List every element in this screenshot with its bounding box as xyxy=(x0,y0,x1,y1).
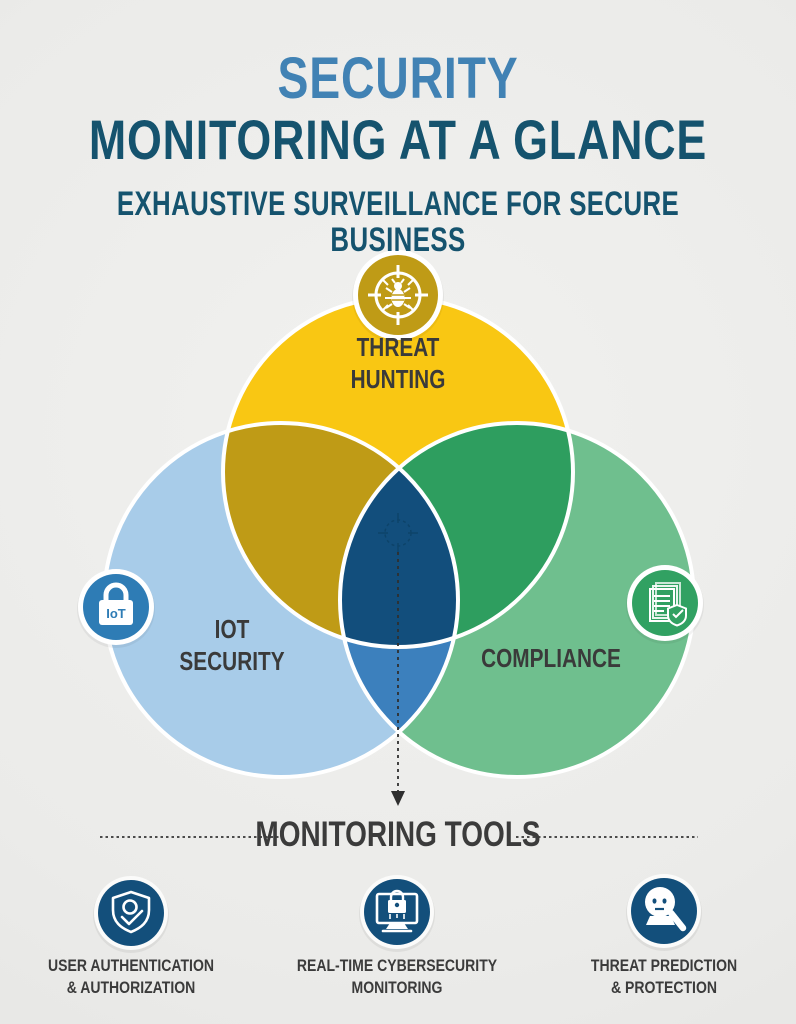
tool-icon-user-auth xyxy=(93,876,169,953)
compliance-document-icon xyxy=(649,582,687,627)
tool-icon-cyber-monitoring xyxy=(359,875,435,952)
tool-label-cyber-monitoring-line2: MONITORING xyxy=(351,979,443,997)
tool-icon-threat-prediction xyxy=(626,874,702,951)
venn-label-compliance: COMPLIANCE xyxy=(451,642,651,674)
page-title-line2: MONITORING AT A GLANCE xyxy=(88,108,708,171)
tool-label-cyber-monitoring-line1: REAL-TIME CYBERSECURITY xyxy=(296,957,498,975)
tool-label-user-auth-line1: USER AUTHENTICATION xyxy=(48,957,214,975)
arrow-to-tools-icon xyxy=(391,552,405,806)
iot-lock-icon: IoT xyxy=(99,582,133,625)
iot-label-line2: SECURITY xyxy=(179,646,285,676)
tool-label-user-auth-line2: & AUTHORIZATION xyxy=(66,979,196,997)
iot-lock-label: IoT xyxy=(106,606,126,621)
page-subtitle: EXHAUSTIVE SURVEILLANCE FOR SECURE BUSIN… xyxy=(116,185,680,259)
tool-label-threat-prediction-line2: & PROTECTION xyxy=(611,979,717,997)
center-crosshair-icon xyxy=(378,513,418,553)
shield-user-icon xyxy=(111,890,151,934)
compliance-label: COMPLIANCE xyxy=(481,643,621,673)
iot-label-line1: IOT xyxy=(214,614,250,644)
tool-label-cyber-monitoring: REAL-TIME CYBERSECURITY MONITORING xyxy=(277,955,517,999)
compliance-badge xyxy=(626,565,704,644)
tool-label-user-auth: USER AUTHENTICATION & AUTHORIZATION xyxy=(11,955,251,999)
threat-label-line1: THREAT xyxy=(356,332,440,362)
venn-label-iot-security: IOT SECURITY xyxy=(132,613,332,677)
iot-security-badge: IoT xyxy=(77,569,155,648)
target-bug-icon xyxy=(368,265,428,325)
tool-label-threat-prediction-line1: THREAT PREDICTION xyxy=(590,957,738,975)
bug-glyph xyxy=(385,278,411,309)
search-threat-icon xyxy=(645,887,687,932)
threat-label-line2: HUNTING xyxy=(350,364,446,394)
tools-heading: MONITORING TOOLS xyxy=(255,815,541,854)
overlap-center xyxy=(340,423,458,647)
tool-label-threat-prediction: THREAT PREDICTION & PROTECTION xyxy=(544,955,784,999)
page-title-line1: SECURITY xyxy=(277,46,519,111)
threat-hunting-badge xyxy=(352,250,444,343)
venn-label-threat-hunting: THREAT HUNTING xyxy=(298,331,498,395)
monitor-lock-icon xyxy=(375,889,419,933)
